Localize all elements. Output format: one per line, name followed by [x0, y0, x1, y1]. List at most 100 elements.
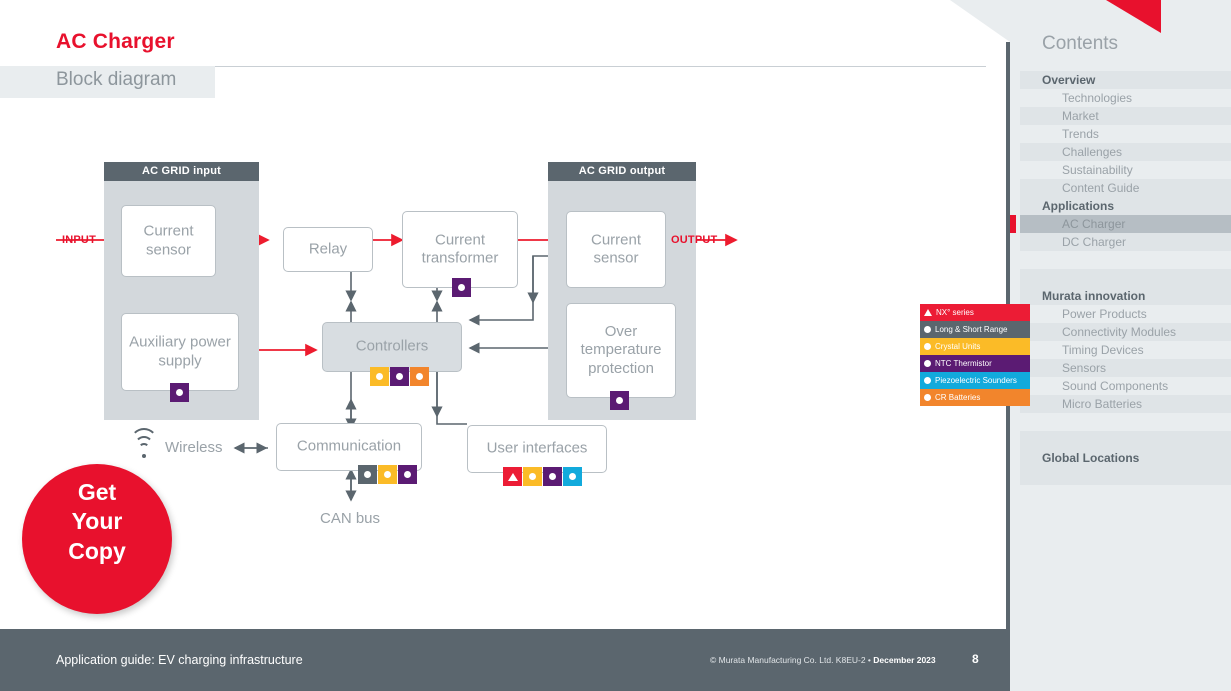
wifi-icon	[130, 428, 158, 458]
node-label: Current sensor	[590, 230, 642, 267]
node-auxiliary-power-supply[interactable]: Auxiliary power supply	[121, 313, 239, 391]
legend-row-crystal-units: Crystal Units	[920, 338, 1030, 355]
chips-over-temperature-protection	[610, 391, 629, 410]
sidebar-spacer	[1020, 251, 1231, 269]
sidebar-list-innovation: Murata innovation Power Products Connect…	[1020, 287, 1231, 503]
sidebar-item-dc-charger[interactable]: DC Charger	[1020, 233, 1231, 251]
node-label: Controllers	[355, 337, 429, 355]
badge-line-3: Copy	[68, 537, 126, 564]
circle-marker-icon	[924, 326, 931, 333]
corner-white-triangle	[950, 0, 1010, 42]
sidebar-spacer	[1020, 431, 1231, 449]
sidebar-item-technologies[interactable]: Technologies	[1062, 91, 1133, 105]
chip-power-products	[503, 467, 522, 486]
legend-label: NX° series	[936, 308, 974, 317]
footer-copyright: © Murata Manufacturing Co. Ltd. K8EU-2 •…	[710, 655, 936, 665]
corner-red-triangle	[1106, 0, 1161, 33]
chip-sensors	[452, 278, 471, 297]
node-label: Relay	[308, 240, 348, 258]
node-label: User interfaces	[486, 439, 588, 457]
circle-marker-icon	[924, 377, 931, 384]
subtitle-band	[0, 66, 215, 98]
footer-bar	[0, 629, 1010, 691]
input-label: INPUT	[62, 234, 96, 246]
contents-sidebar: Contents Overview Technologies Market Tr…	[1010, 0, 1231, 691]
sidebar-spacer	[1020, 269, 1231, 287]
chip-sound-components	[563, 467, 582, 486]
sidebar-item-timing-devices[interactable]: Timing Devices	[1062, 343, 1144, 357]
chips-current-transformer	[452, 278, 471, 297]
sidebar-spacer	[1020, 485, 1231, 503]
chip-sensors	[610, 391, 629, 410]
sidebar-spacer	[1020, 413, 1231, 431]
node-current-sensor-out[interactable]: Current sensor	[566, 211, 666, 288]
badge-circle	[22, 464, 172, 614]
get-your-copy-badge[interactable]: Get Your Copy	[22, 464, 172, 614]
node-over-temperature-protection[interactable]: Over temperature protection	[566, 303, 676, 398]
chips-auxiliary-power-supply	[170, 383, 189, 402]
circle-marker-icon	[924, 394, 931, 401]
chip-timing-devices	[370, 367, 389, 386]
legend-label: Crystal Units	[935, 342, 981, 351]
node-relay[interactable]: Relay	[283, 227, 373, 272]
legend-label: CR Batteries	[935, 393, 981, 402]
sidebar-item-challenges[interactable]: Challenges	[1020, 143, 1231, 161]
badge-line-1: Get	[77, 479, 117, 505]
node-label: Auxiliary power supply	[129, 333, 231, 369]
sidebar-item-ac-charger[interactable]: AC Charger	[1010, 215, 1231, 233]
ac-grid-input-label: AC GRID input	[104, 162, 259, 181]
legend-overlay: NX° series Long & Short Range Crystal Un…	[920, 304, 1030, 406]
sidebar-item-trends[interactable]: Trends	[1062, 127, 1099, 141]
footer-title: Application guide: EV charging infrastru…	[56, 653, 303, 667]
chips-user-interfaces	[503, 467, 582, 486]
sidebar-item-sensors[interactable]: Sensors	[1020, 359, 1231, 377]
chip-timing-devices	[378, 465, 397, 484]
node-controllers[interactable]: Controllers	[322, 322, 462, 372]
chip-micro-batteries	[410, 367, 429, 386]
node-communication[interactable]: Communication	[276, 423, 422, 471]
can-bus-label: CAN bus	[320, 510, 381, 527]
node-label: Current sensor	[143, 222, 194, 258]
legend-row-long-short-range: Long & Short Range	[920, 321, 1030, 338]
sidebar-heading-applications: Applications	[1020, 197, 1231, 215]
page-subtitle: Block diagram	[56, 69, 177, 90]
sidebar-item-connectivity-modules[interactable]: Connectivity Modules	[1020, 323, 1231, 341]
output-label: OUTPUT	[671, 234, 718, 246]
chip-sensors	[398, 465, 417, 484]
sidebar-item-power-products[interactable]: Power Products	[1062, 307, 1147, 321]
sidebar-heading-global-locations: Global Locations	[1020, 449, 1231, 467]
node-current-sensor-in[interactable]: Current sensor	[121, 205, 216, 277]
sidebar-heading-murata-innovation: Murata innovation	[1020, 287, 1231, 305]
sidebar-item-market[interactable]: Market	[1020, 107, 1231, 125]
chip-timing-devices	[523, 467, 542, 486]
node-label: Over temperature protection	[580, 322, 662, 377]
chip-sensors	[170, 383, 189, 402]
chip-connectivity-modules	[358, 465, 377, 484]
wireless-label: Wireless	[165, 439, 223, 456]
triangle-marker-icon	[924, 309, 932, 316]
sidebar-title: Contents	[1042, 33, 1119, 54]
circle-marker-icon	[924, 360, 931, 367]
circle-marker-icon	[924, 343, 931, 350]
sidebar-item-sustainability[interactable]: Sustainability	[1062, 163, 1133, 177]
badge-text: Get Your Copy	[22, 478, 172, 566]
legend-row-piezoelectric-sounders: Piezoelectric Sounders	[920, 372, 1030, 389]
chips-controllers	[370, 367, 429, 386]
copyright-prefix: © Murata Manufacturing Co. Ltd. K8EU-2 •	[710, 655, 874, 665]
chip-sensors	[543, 467, 562, 486]
sidebar-item-sound-components[interactable]: Sound Components	[1062, 379, 1169, 393]
node-label: Current transformer	[421, 230, 499, 267]
badge-line-2: Your	[71, 508, 123, 535]
sidebar-item-content-guide[interactable]: Content Guide	[1020, 179, 1231, 197]
legend-label: Piezoelectric Sounders	[935, 376, 1017, 385]
legend-row-nx-series: NX° series	[920, 304, 1030, 321]
ac-grid-output-label: AC GRID output	[548, 162, 696, 181]
page-number: 8	[972, 652, 979, 666]
node-current-transformer[interactable]: Current transformer	[402, 211, 518, 288]
sidebar-item-micro-batteries[interactable]: Micro Batteries	[1020, 395, 1231, 413]
chips-communication	[358, 465, 417, 484]
node-user-interfaces[interactable]: User interfaces	[467, 425, 607, 473]
sidebar-heading-overview: Overview	[1020, 71, 1231, 89]
legend-row-cr-batteries: CR Batteries	[920, 389, 1030, 406]
